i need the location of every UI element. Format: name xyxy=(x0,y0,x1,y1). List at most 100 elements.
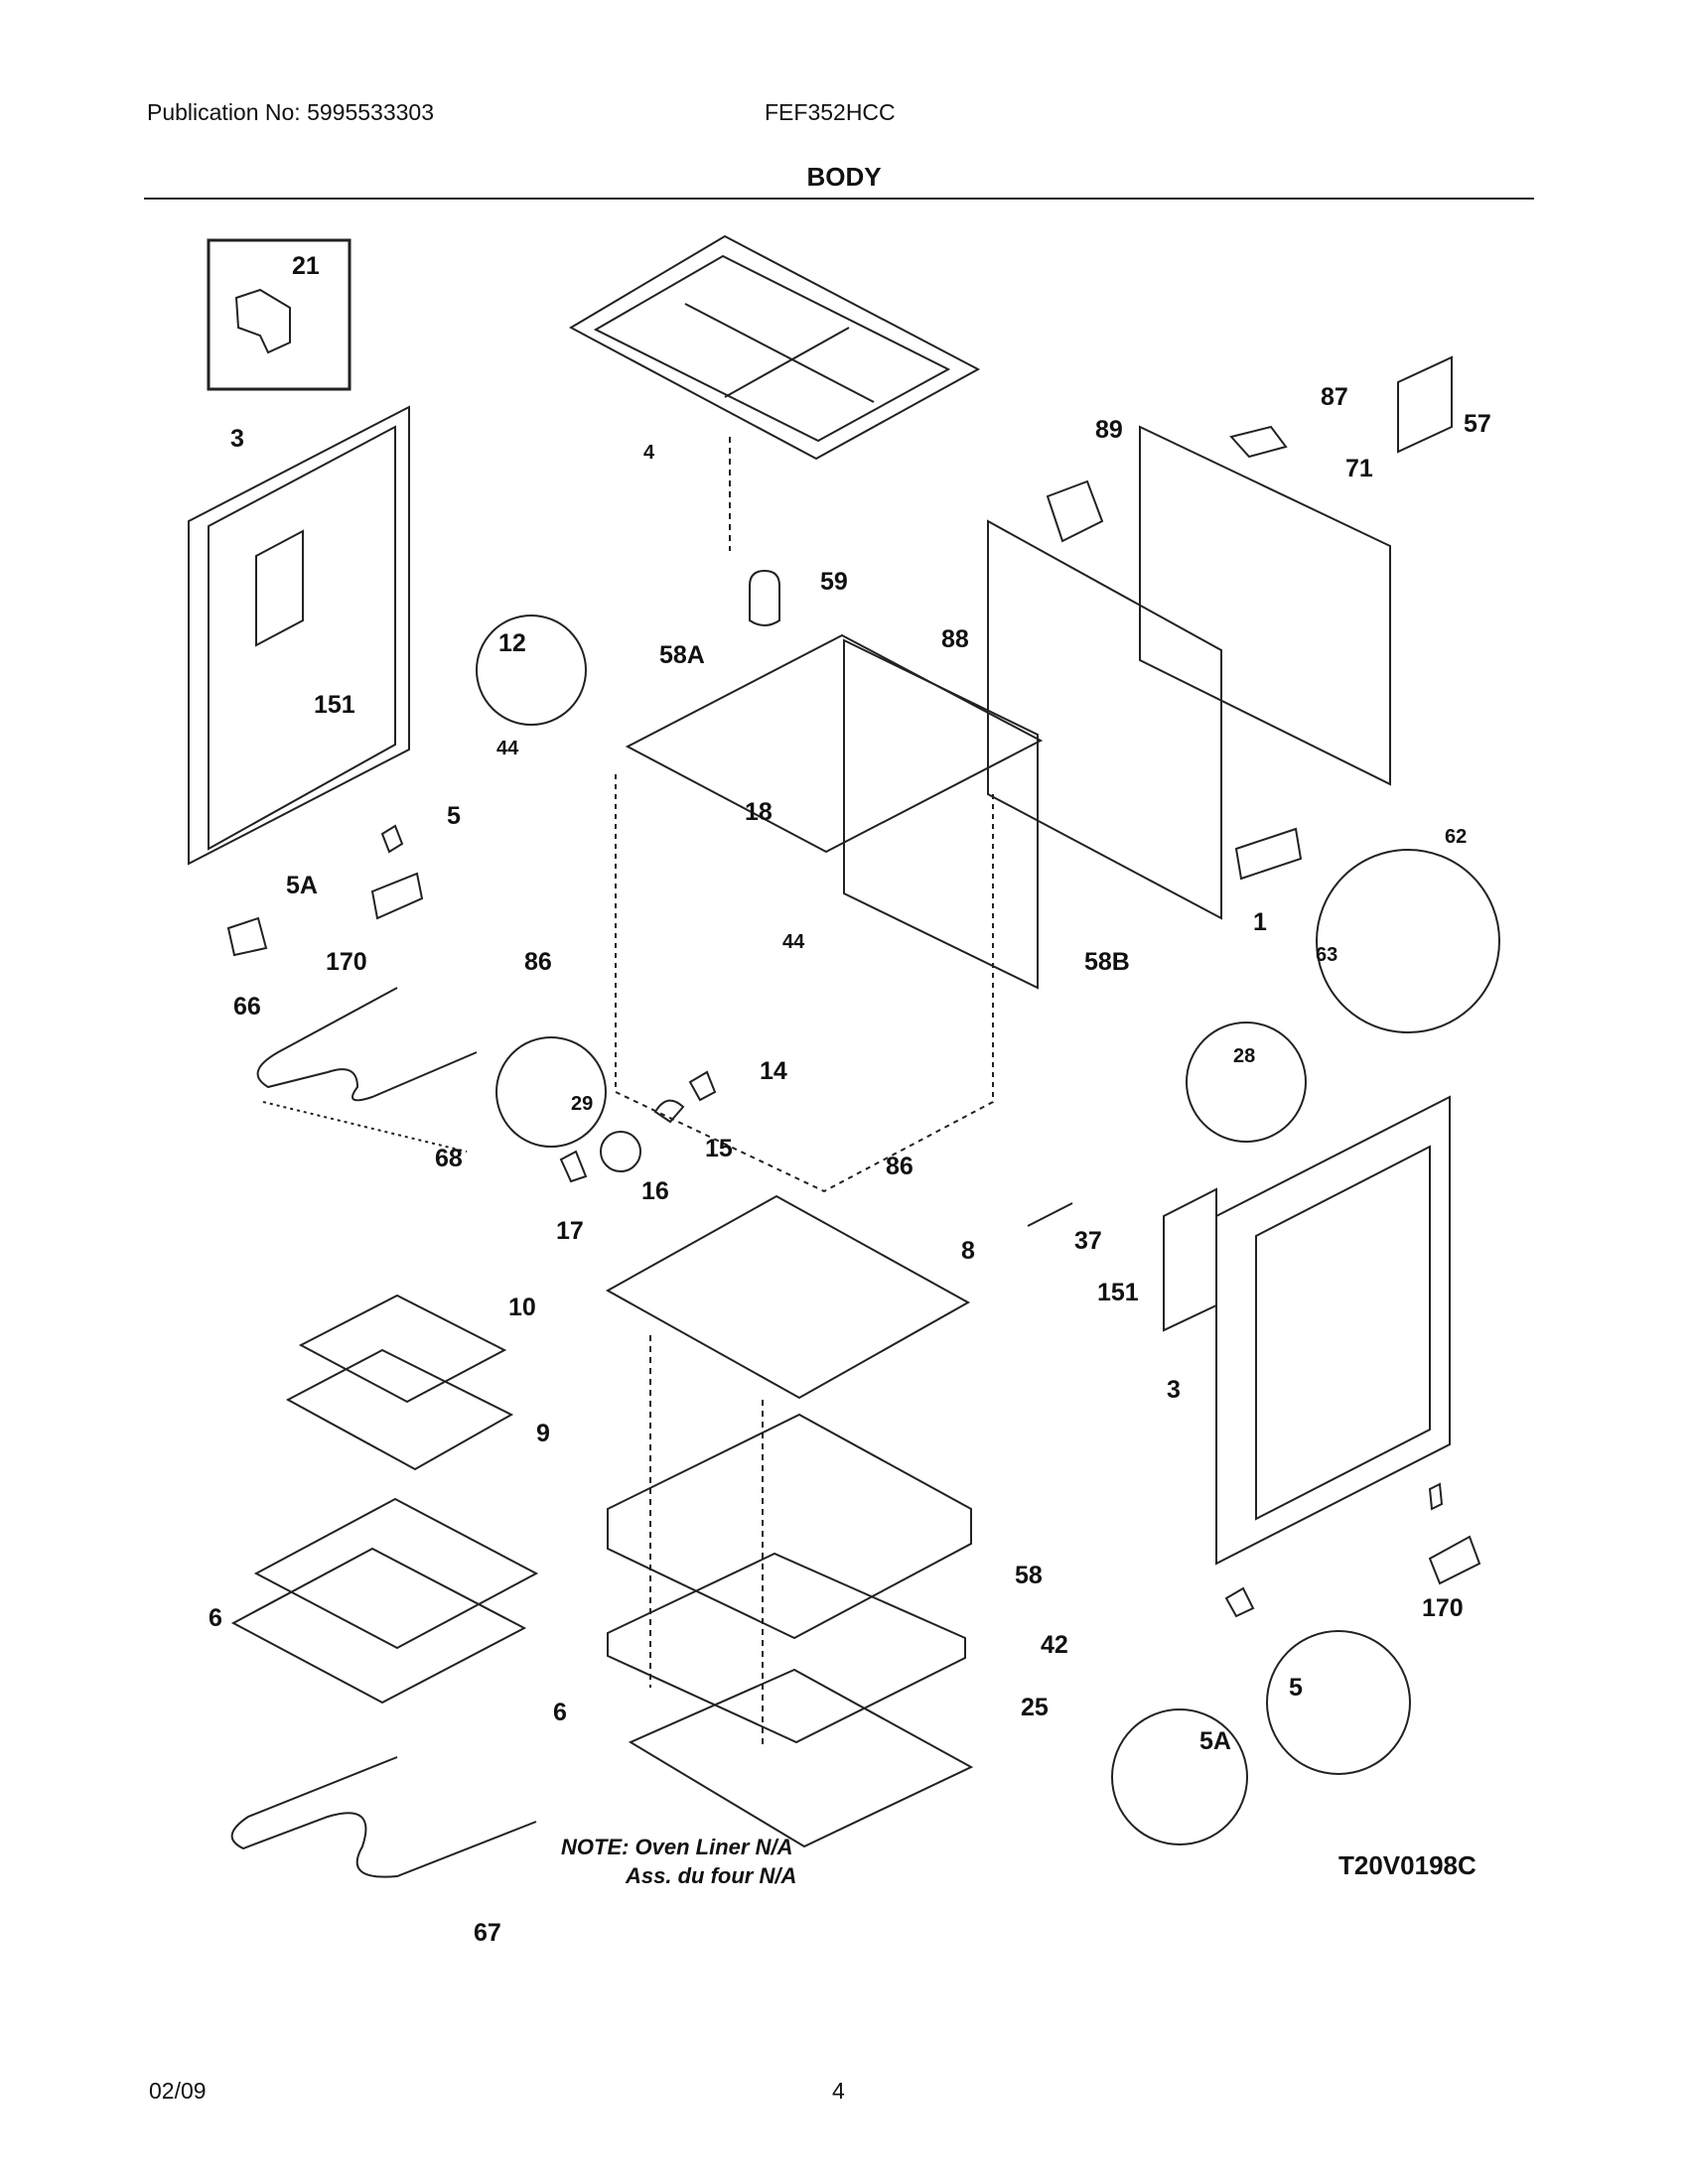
callout-9: 9 xyxy=(536,1420,550,1447)
callout-29: 29 xyxy=(571,1093,593,1115)
callout-59: 59 xyxy=(820,568,848,596)
callout-151b: 151 xyxy=(1097,1279,1139,1306)
callout-58: 58 xyxy=(1015,1562,1043,1589)
callout-4: 4 xyxy=(643,442,655,464)
callout-151: 151 xyxy=(314,691,355,719)
footer-date: 02/09 xyxy=(149,2078,207,2104)
callout-67: 67 xyxy=(474,1919,501,1947)
publication-number: Publication No: 5995533303 xyxy=(147,99,435,125)
callout-12: 12 xyxy=(498,629,526,657)
callout-66: 66 xyxy=(233,993,261,1021)
part-5A-foot-left xyxy=(226,916,268,957)
diagram-code: T20V0198C xyxy=(1338,1850,1477,1880)
callout-5: 5 xyxy=(447,802,461,830)
part-59-vent-tube xyxy=(749,569,780,626)
part-71-rear-cover xyxy=(1139,425,1391,786)
callout-6b: 6 xyxy=(553,1699,567,1726)
callout-42: 42 xyxy=(1041,1631,1068,1659)
detail-circle-12 xyxy=(476,614,587,726)
callout-62: 62 xyxy=(1445,826,1467,848)
callout-5A: 5A xyxy=(286,872,318,899)
part-16-lamp-cover xyxy=(600,1131,641,1172)
part-8-oven-bottom xyxy=(605,1194,971,1400)
detail-circle-5A xyxy=(1111,1708,1248,1845)
part-87-clip xyxy=(1229,425,1288,459)
detail-circle-5 xyxy=(1266,1630,1411,1775)
callout-86: 86 xyxy=(524,948,552,976)
callout-6: 6 xyxy=(209,1604,222,1632)
callout-58B: 58B xyxy=(1084,948,1130,976)
note-line-2: Ass. du four N/A xyxy=(625,1863,796,1888)
callout-17: 17 xyxy=(556,1217,584,1245)
part-66-broil-element xyxy=(256,987,478,1102)
detail-circle-28 xyxy=(1186,1022,1307,1143)
part-25-drawer-panel xyxy=(628,1668,974,1848)
part-10-broil-pan-insert xyxy=(298,1294,507,1404)
part-63-terminal-block xyxy=(1234,827,1303,881)
part-58-bottom-insulation xyxy=(607,1413,972,1640)
detail-circle-62 xyxy=(1316,849,1500,1033)
callout-16: 16 xyxy=(641,1177,669,1205)
part-151-bracket-left xyxy=(255,529,304,647)
callout-88: 88 xyxy=(941,625,969,653)
detail-circle-29 xyxy=(495,1036,607,1148)
callout-57: 57 xyxy=(1464,410,1491,438)
part-57-vent-cover xyxy=(1397,355,1453,454)
part-67-bake-element xyxy=(230,1756,537,1878)
callout-5b: 5 xyxy=(1289,1674,1303,1702)
part-58A-insulation-top xyxy=(625,633,1044,854)
part-6-oven-rack-lower xyxy=(230,1547,527,1705)
callout-1: 1 xyxy=(1253,908,1267,936)
note-line-1: NOTE: Oven Liner N/A xyxy=(561,1835,792,1859)
part-58B-insulation-side xyxy=(843,638,1039,990)
part-89-bracket xyxy=(1046,479,1104,543)
callout-63: 63 xyxy=(1316,944,1337,966)
part-5A-foot-right xyxy=(1224,1586,1255,1618)
part-9-broil-pan xyxy=(285,1348,514,1471)
part-42-bottom-panel xyxy=(607,1552,966,1744)
part-14-lamp-socket xyxy=(688,1070,717,1102)
header-rule xyxy=(144,198,1534,200)
callout-25: 25 xyxy=(1021,1694,1049,1721)
part-21-bracket xyxy=(234,288,291,354)
part-6-oven-rack-upper xyxy=(253,1497,539,1650)
callout-71: 71 xyxy=(1345,455,1373,482)
callout-89: 89 xyxy=(1095,416,1123,444)
part-170-bracket-right xyxy=(1428,1535,1481,1585)
callout-14: 14 xyxy=(760,1057,787,1085)
part-15-lamp-bulb xyxy=(653,1099,685,1124)
callout-3: 3 xyxy=(230,425,244,453)
callout-86b: 86 xyxy=(886,1153,914,1180)
part-17-clip xyxy=(559,1150,588,1183)
inset-box-21 xyxy=(207,238,352,391)
callout-28: 28 xyxy=(1233,1045,1255,1067)
callout-68: 68 xyxy=(435,1145,463,1172)
part-1-back-panel xyxy=(987,519,1222,920)
part-151-bracket-right xyxy=(1163,1187,1217,1332)
part-5-leveling-leg-right xyxy=(1428,1482,1444,1511)
part-170-bracket-left xyxy=(370,872,424,920)
callout-170: 170 xyxy=(326,948,367,976)
callout-170b: 170 xyxy=(1422,1594,1464,1622)
callout-87: 87 xyxy=(1321,383,1348,411)
callout-3b: 3 xyxy=(1167,1376,1181,1404)
callout-15: 15 xyxy=(705,1135,733,1162)
callout-21: 21 xyxy=(292,252,320,280)
part-37-wire xyxy=(1027,1202,1073,1227)
callout-10: 10 xyxy=(508,1294,536,1321)
footer-page-number: 4 xyxy=(832,2078,845,2104)
part-3-right-side-panel xyxy=(1215,1095,1451,1566)
callout-5Ab: 5A xyxy=(1199,1727,1231,1755)
part-5-leveling-leg-left xyxy=(380,824,404,854)
callout-18: 18 xyxy=(745,798,773,826)
part-3-left-side-panel xyxy=(188,405,410,866)
section-title: BODY xyxy=(806,162,882,192)
callout-58A: 58A xyxy=(659,641,705,669)
callout-44: 44 xyxy=(496,738,519,759)
oven-liner-dashed xyxy=(615,774,994,1193)
model-number: FEF352HCC xyxy=(765,99,896,125)
callout-37: 37 xyxy=(1074,1227,1102,1255)
callout-8: 8 xyxy=(961,1237,975,1265)
part-4-top-panel xyxy=(568,234,981,461)
